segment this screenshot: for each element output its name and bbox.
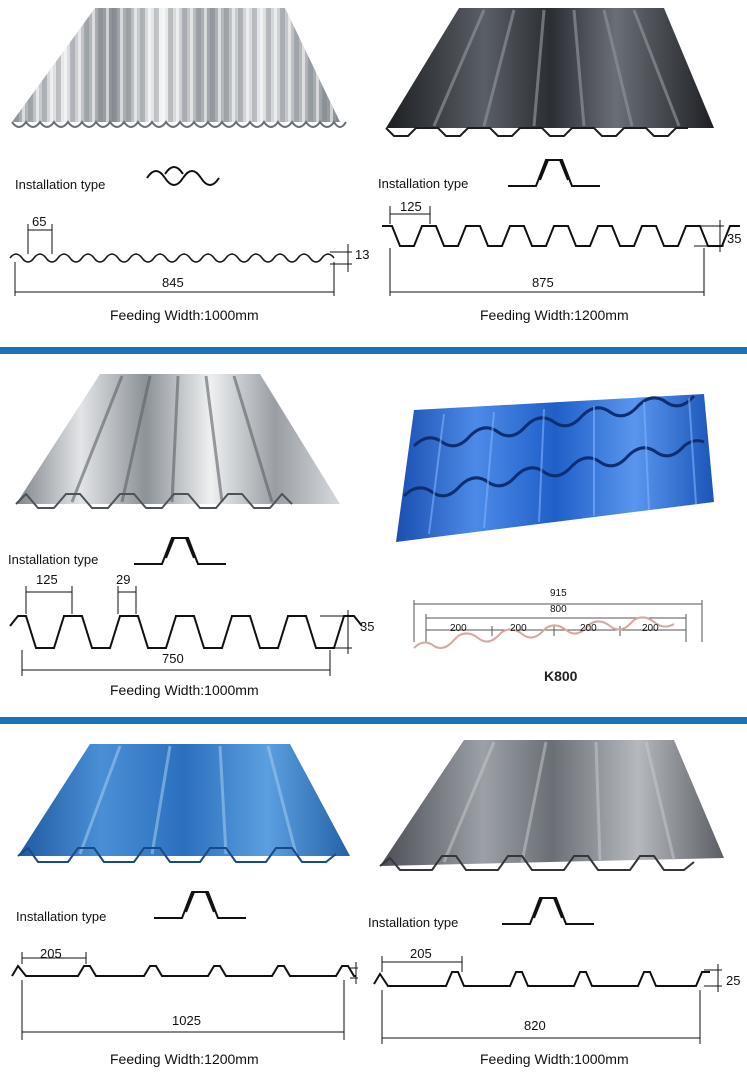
dimension-width: 820 — [524, 1018, 546, 1033]
dimension-pitch: 125 — [400, 199, 422, 214]
dimension-segment-1: 200 — [450, 623, 467, 634]
trapezoid-sheet-image — [379, 740, 724, 871]
panel-trapezoid-750: Installation type 125 29 750 35 Feeding … — [0, 354, 375, 717]
installation-profile-icon — [154, 891, 246, 919]
dimension-width: 750 — [162, 651, 184, 666]
feeding-width-label: Feeding Width:1200mm — [480, 307, 629, 323]
panel-trapezoid-1025: Installation type 205 1025 Feeding Width… — [0, 724, 373, 1076]
profile-dimension-drawing — [11, 952, 358, 1040]
dimension-pitch: 205 — [40, 946, 62, 961]
installation-profile-icon — [508, 159, 600, 187]
dimension-segment-2: 200 — [510, 623, 527, 634]
glazed-tile-sheet-image — [396, 394, 714, 542]
installation-profile-icon — [146, 166, 220, 186]
profile-dimension-drawing — [382, 206, 740, 296]
dimension-rib: 29 — [116, 572, 131, 587]
dimension-segment-3: 200 — [580, 623, 597, 634]
panel-glazed-tile-k800: 915 800 200 200 200 200 K800 — [374, 354, 747, 717]
section-divider-2 — [0, 717, 747, 724]
dimension-height: 13 — [355, 247, 370, 262]
profile-dimension-drawing — [9, 586, 363, 676]
dimension-pitch: 125 — [36, 572, 58, 587]
installation-type-label: Installation type — [368, 915, 459, 930]
panel-trapezoid-875: Installation type 125 875 35 Feeding Wid… — [374, 0, 747, 347]
profile-dimension-drawing — [9, 224, 352, 296]
installation-profile-icon — [134, 537, 226, 565]
installation-type-label: Installation type — [16, 909, 107, 924]
trapezoid-sheet-image — [385, 8, 714, 137]
dimension-height: 35 — [727, 231, 742, 246]
section-divider-1 — [0, 347, 747, 354]
dimension-pitch: 65 — [32, 214, 47, 229]
dimension-width: 1025 — [172, 1013, 201, 1028]
installation-type-label: Installation type — [8, 552, 99, 567]
dimension-total: 915 — [550, 588, 567, 599]
trapezoid-sheet-image — [17, 744, 350, 863]
feeding-width-label: Feeding Width:1000mm — [110, 307, 259, 323]
model-label: K800 — [544, 668, 578, 684]
profile-dimension-drawing — [413, 600, 703, 649]
corrugated-sheet-image — [11, 8, 347, 128]
dimension-height: 25 — [726, 973, 741, 988]
installation-profile-icon — [502, 897, 594, 925]
dimension-pitch: 205 — [410, 946, 432, 961]
dimension-height: 35 — [360, 619, 375, 634]
dimension-cover: 800 — [550, 604, 567, 615]
dimension-width: 875 — [532, 275, 554, 290]
trapezoid-sheet-image — [15, 374, 340, 509]
profile-dimension-drawing — [373, 956, 722, 1044]
panel-wavy-845: Installation type 65 845 13 Feeding Widt… — [0, 0, 373, 347]
dimension-width: 845 — [162, 275, 184, 290]
installation-type-label: Installation type — [15, 177, 106, 192]
feeding-width-label: Feeding Width:1200mm — [110, 1051, 259, 1067]
installation-type-label: Installation type — [378, 176, 469, 191]
feeding-width-label: Feeding Width:1000mm — [110, 682, 259, 698]
feeding-width-label: Feeding Width:1000mm — [480, 1051, 629, 1067]
panel-trapezoid-820: Installation type 205 820 25 Feeding Wid… — [368, 724, 747, 1076]
dimension-segment-4: 200 — [642, 623, 659, 634]
